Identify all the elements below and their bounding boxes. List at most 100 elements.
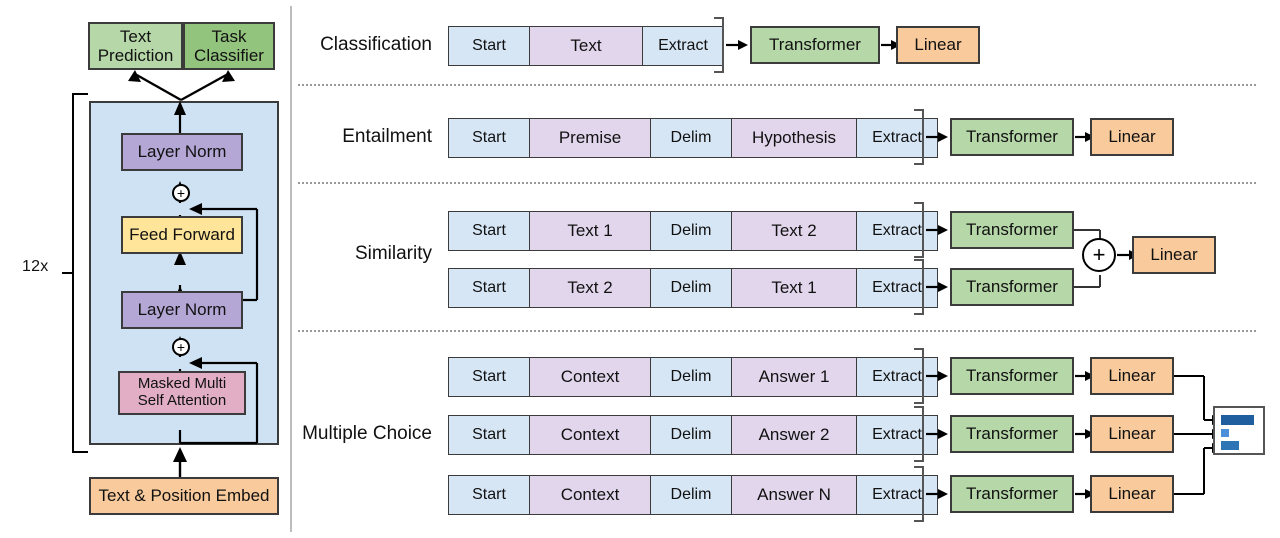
sequence-similarity-2: Start Text 2 Delim Text 1 Extract: [448, 268, 938, 308]
task-label-entailment: Entailment: [342, 126, 432, 147]
transformer-multiple-choice-2: Transformer: [950, 415, 1074, 453]
token-context: Context: [530, 415, 651, 455]
token-extract: Extract: [857, 475, 938, 515]
residual-add-feedforward: +: [172, 184, 190, 202]
task-label-classification: Classification: [320, 34, 432, 55]
embedding-to-block-arrow: [173, 447, 187, 481]
arrow-entailment-to-transformer: [926, 132, 948, 142]
repeat-bracket-tick: [62, 272, 74, 274]
sequence-bracket-multiple-choice-3: [914, 466, 924, 522]
token-hypothesis: Hypothesis: [732, 118, 857, 158]
answer-score-chart: [1213, 406, 1265, 455]
linear-multiple-choice-3: Linear: [1090, 475, 1174, 513]
token-extract: Extract: [857, 211, 938, 251]
residual-add-feedforward-symbol: +: [176, 185, 186, 201]
transformer-similarity-2-label: Transformer: [966, 277, 1058, 297]
token-delim: Delim: [651, 268, 732, 308]
transformer-entailment-label: Transformer: [966, 127, 1058, 147]
layer-norm-bottom: Layer Norm: [121, 291, 243, 329]
sequence-similarity-1: Start Text 1 Delim Text 2 Extract: [448, 211, 938, 251]
token-start: Start: [448, 415, 530, 455]
linear-mc-2-label: Linear: [1108, 424, 1156, 444]
token-delim: Delim: [651, 415, 732, 455]
arrow-similarity-1-to-transformer: [926, 225, 948, 235]
linear-entailment-label: Linear: [1108, 127, 1156, 147]
token-start: Start: [448, 475, 530, 515]
sequence-classification-1: Start Text Extract: [448, 26, 724, 66]
repeat-count-label: 12x: [22, 258, 49, 275]
token-answer-2: Answer 2: [732, 415, 857, 455]
linear-classification: Linear: [896, 26, 980, 64]
token-context: Context: [530, 475, 651, 515]
linear-mc-3-label: Linear: [1108, 484, 1156, 504]
sequence-entailment-1: Start Premise Delim Hypothesis Extract: [448, 118, 938, 158]
sequence-bracket-classification: [714, 17, 724, 73]
head-fanout-arrows: [128, 70, 235, 102]
token-extract: Extract: [857, 357, 938, 397]
token-answer-1: Answer 1: [732, 357, 857, 397]
token-start: Start: [448, 357, 530, 397]
linear-mc-1-label: Linear: [1108, 366, 1156, 386]
feed-forward: Feed Forward: [121, 216, 243, 254]
linear-similarity: Linear: [1132, 236, 1216, 274]
token-delim: Delim: [651, 211, 732, 251]
residual-add-attention-symbol: +: [176, 339, 186, 355]
token-extract: Extract: [643, 26, 724, 66]
transformer-mc-2-label: Transformer: [966, 424, 1058, 444]
transformer-multiple-choice-3: Transformer: [950, 475, 1074, 513]
similarity-add-node: +: [1082, 238, 1116, 272]
similarity-add-symbol: +: [1092, 242, 1106, 267]
token-text-1: Text 1: [530, 211, 651, 251]
task-label-multiple-choice: Multiple Choice: [302, 423, 432, 444]
linear-entailment: Linear: [1090, 118, 1174, 156]
transformer-similarity-1: Transformer: [950, 211, 1074, 249]
repeat-bracket: [72, 93, 88, 453]
sequence-bracket-multiple-choice-2: [914, 406, 924, 462]
transformer-similarity-2: Transformer: [950, 268, 1074, 306]
token-delim: Delim: [651, 475, 732, 515]
layer-norm-bottom-label: Layer Norm: [137, 300, 227, 320]
transformer-classification-label: Transformer: [769, 35, 861, 55]
arrow-similarity-2-to-transformer: [926, 282, 948, 292]
token-text-1: Text 1: [732, 268, 857, 308]
arrow-mc-1-to-transformer: [926, 371, 948, 381]
token-extract: Extract: [857, 268, 938, 308]
linear-classification-label: Linear: [914, 35, 962, 55]
token-delim: Delim: [651, 357, 732, 397]
sequence-multiple-choice-3: Start Context Delim Answer N Extract: [448, 475, 938, 515]
token-premise: Premise: [530, 118, 651, 158]
arrow-classification-to-transformer: [726, 40, 748, 50]
answer-2-score-bar: [1221, 429, 1229, 437]
layer-norm-top: Layer Norm: [121, 133, 243, 171]
linear-multiple-choice-1: Linear: [1090, 357, 1174, 395]
token-delim: Delim: [651, 118, 732, 158]
transformer-entailment: Transformer: [950, 118, 1074, 156]
arrow-mc-3-to-transformer: [926, 489, 948, 499]
token-context: Context: [530, 357, 651, 397]
answer-n-score-bar: [1221, 441, 1239, 450]
transformer-mc-1-label: Transformer: [966, 366, 1058, 386]
token-answer-n: Answer N: [732, 475, 857, 515]
panel-divider: [290, 6, 292, 532]
sequence-bracket-similarity-1: [914, 202, 924, 258]
token-text: Text: [530, 26, 643, 66]
sequence-bracket-similarity-2: [914, 259, 924, 315]
transformer-similarity-1-label: Transformer: [966, 220, 1058, 240]
transformer-classification: Transformer: [750, 26, 880, 64]
sequence-multiple-choice-2: Start Context Delim Answer 2 Extract: [448, 415, 938, 455]
text-position-embed: Text & Position Embed: [89, 477, 279, 515]
sequence-bracket-entailment: [914, 109, 924, 165]
linear-similarity-label: Linear: [1150, 245, 1198, 265]
token-text-2: Text 2: [732, 211, 857, 251]
layer-norm-top-label: Layer Norm: [137, 142, 227, 162]
feed-forward-label: Feed Forward: [129, 225, 235, 245]
token-start: Start: [448, 268, 530, 308]
linear-multiple-choice-2: Linear: [1090, 415, 1174, 453]
answer-1-score-bar: [1221, 415, 1254, 425]
